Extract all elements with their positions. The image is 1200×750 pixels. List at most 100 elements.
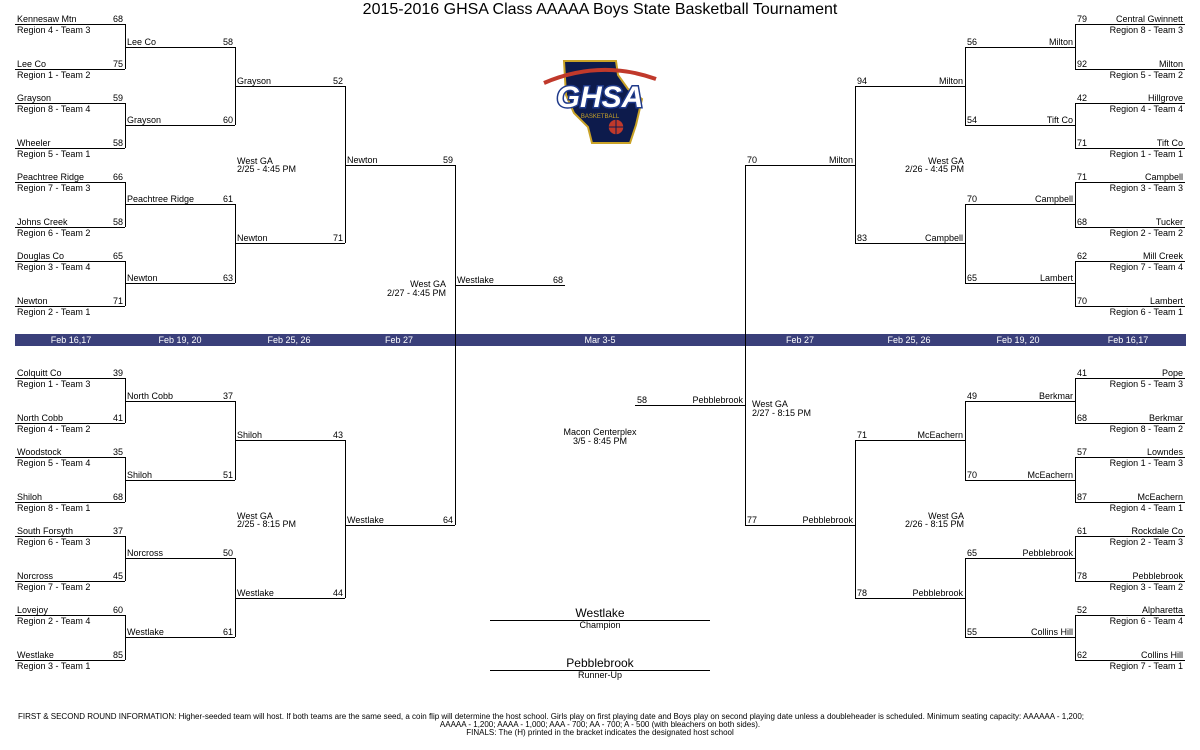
team-score: 85	[112, 650, 123, 660]
team-score: 70	[967, 194, 978, 204]
bracket-line	[855, 440, 965, 441]
team-seed: Region 6 - Team 4	[1109, 616, 1183, 626]
team-score: 78	[857, 588, 868, 598]
team-score: 45	[112, 571, 123, 581]
bracket-line	[1075, 615, 1185, 616]
team-seed: Region 1 - Team 2	[17, 70, 91, 80]
team-name: Campbell	[924, 233, 963, 243]
champion-team: Westlake	[575, 606, 625, 620]
bracket-line	[1075, 148, 1185, 149]
bracket-line	[1075, 103, 1185, 104]
bracket-line	[1075, 581, 1185, 582]
team-score: 61	[222, 627, 233, 637]
team-seed: Region 4 - Team 4	[1109, 104, 1183, 114]
bracket-line	[1075, 306, 1185, 307]
team-name: Newton	[17, 296, 48, 306]
team-seed: Region 7 - Team 3	[17, 183, 91, 193]
team-name: Grayson	[17, 93, 52, 103]
team-seed: Region 6 - Team 2	[17, 228, 91, 238]
team-score: 68	[1077, 413, 1088, 423]
team-score: 39	[112, 368, 123, 378]
venue-site: West GA	[928, 511, 964, 521]
bracket-connector	[1075, 457, 1076, 502]
team-seed: Region 6 - Team 1	[1109, 307, 1183, 317]
team-score: 35	[112, 447, 123, 457]
team-name: Milton	[1158, 59, 1183, 69]
team-name: Milton	[828, 155, 853, 165]
team-seed: Region 1 - Team 1	[1109, 149, 1183, 159]
bracket-connector	[745, 165, 746, 525]
team-name: Lovejoy	[17, 605, 49, 615]
bracket-connector	[1075, 615, 1076, 660]
team-name: Peachtree Ridge	[127, 194, 195, 204]
team-score: 62	[1077, 251, 1088, 261]
team-score: 68	[552, 275, 563, 285]
team-score: 41	[112, 413, 123, 423]
bracket-line	[1075, 261, 1185, 262]
team-score: 71	[112, 296, 123, 306]
bracket-connector	[1075, 182, 1076, 227]
bracket-line	[745, 525, 855, 526]
venue-site: West GA	[237, 511, 273, 521]
team-name: Lambert	[1039, 273, 1073, 283]
bracket-connector	[965, 558, 966, 637]
team-seed: Region 2 - Team 1	[17, 307, 91, 317]
bracket-line	[635, 405, 745, 406]
bracket-connector	[235, 558, 236, 637]
champion-label: Champion	[579, 620, 621, 630]
bracket-line	[1075, 24, 1185, 25]
date-label-r1-left: Feb 16,17	[50, 335, 92, 345]
team-name: North Cobb	[127, 391, 174, 401]
team-name: Westlake	[237, 588, 274, 598]
team-name: McEachern	[1027, 470, 1073, 480]
venue-time: 2/25 - 8:15 PM	[237, 519, 297, 529]
team-seed: Region 5 - Team 3	[1109, 379, 1183, 389]
team-name: Newton	[237, 233, 268, 243]
team-score: 42	[1077, 93, 1088, 103]
team-seed: Region 1 - Team 3	[17, 379, 91, 389]
team-score: 68	[1077, 217, 1088, 227]
team-name: Norcross	[127, 548, 164, 558]
bracket-line	[855, 86, 965, 87]
team-seed: Region 8 - Team 4	[17, 104, 91, 114]
bracket-line	[15, 182, 125, 183]
team-score: 70	[747, 155, 758, 165]
bracket-connector	[855, 440, 856, 598]
team-score: 58	[222, 37, 233, 47]
bracket-connector	[1075, 103, 1076, 148]
runner-up-team: Pebblebrook	[566, 656, 634, 670]
bracket-connector	[125, 378, 126, 423]
team-seed: Region 2 - Team 4	[17, 616, 91, 626]
team-name: Mill Creek	[1142, 251, 1183, 261]
venue-site: West GA	[928, 156, 964, 166]
team-score: 94	[857, 76, 868, 86]
bracket-connector	[345, 86, 346, 243]
bracket-line	[965, 125, 1075, 126]
team-seed: Region 7 - Team 1	[1109, 661, 1183, 671]
team-score: 44	[332, 588, 343, 598]
bracket-connector	[1075, 261, 1076, 306]
team-name: Shiloh	[237, 430, 263, 440]
date-label-final: Mar 3-5	[584, 335, 616, 345]
team-name: McEachern	[917, 430, 963, 440]
bracket-line	[855, 243, 965, 244]
bracket-line	[15, 261, 125, 262]
team-name: South Forsyth	[17, 526, 74, 536]
team-score: 79	[1077, 14, 1088, 24]
bracket-line	[15, 581, 125, 582]
bracket-connector	[1075, 24, 1076, 69]
team-score: 65	[112, 251, 123, 261]
bracket-connector	[965, 401, 966, 480]
bracket-line	[745, 165, 855, 166]
team-name: Wheeler	[17, 138, 51, 148]
bracket-line	[15, 457, 125, 458]
date-label-sf-right: Feb 27	[785, 335, 815, 345]
team-name: Peachtree Ridge	[17, 172, 85, 182]
bracket-line	[15, 69, 125, 70]
team-name: Lee Co	[127, 37, 157, 47]
team-score: 64	[442, 515, 453, 525]
bracket-line	[345, 525, 455, 526]
team-score: 71	[1077, 172, 1088, 182]
team-seed: Region 8 - Team 2	[1109, 424, 1183, 434]
team-name: Shiloh	[17, 492, 43, 502]
